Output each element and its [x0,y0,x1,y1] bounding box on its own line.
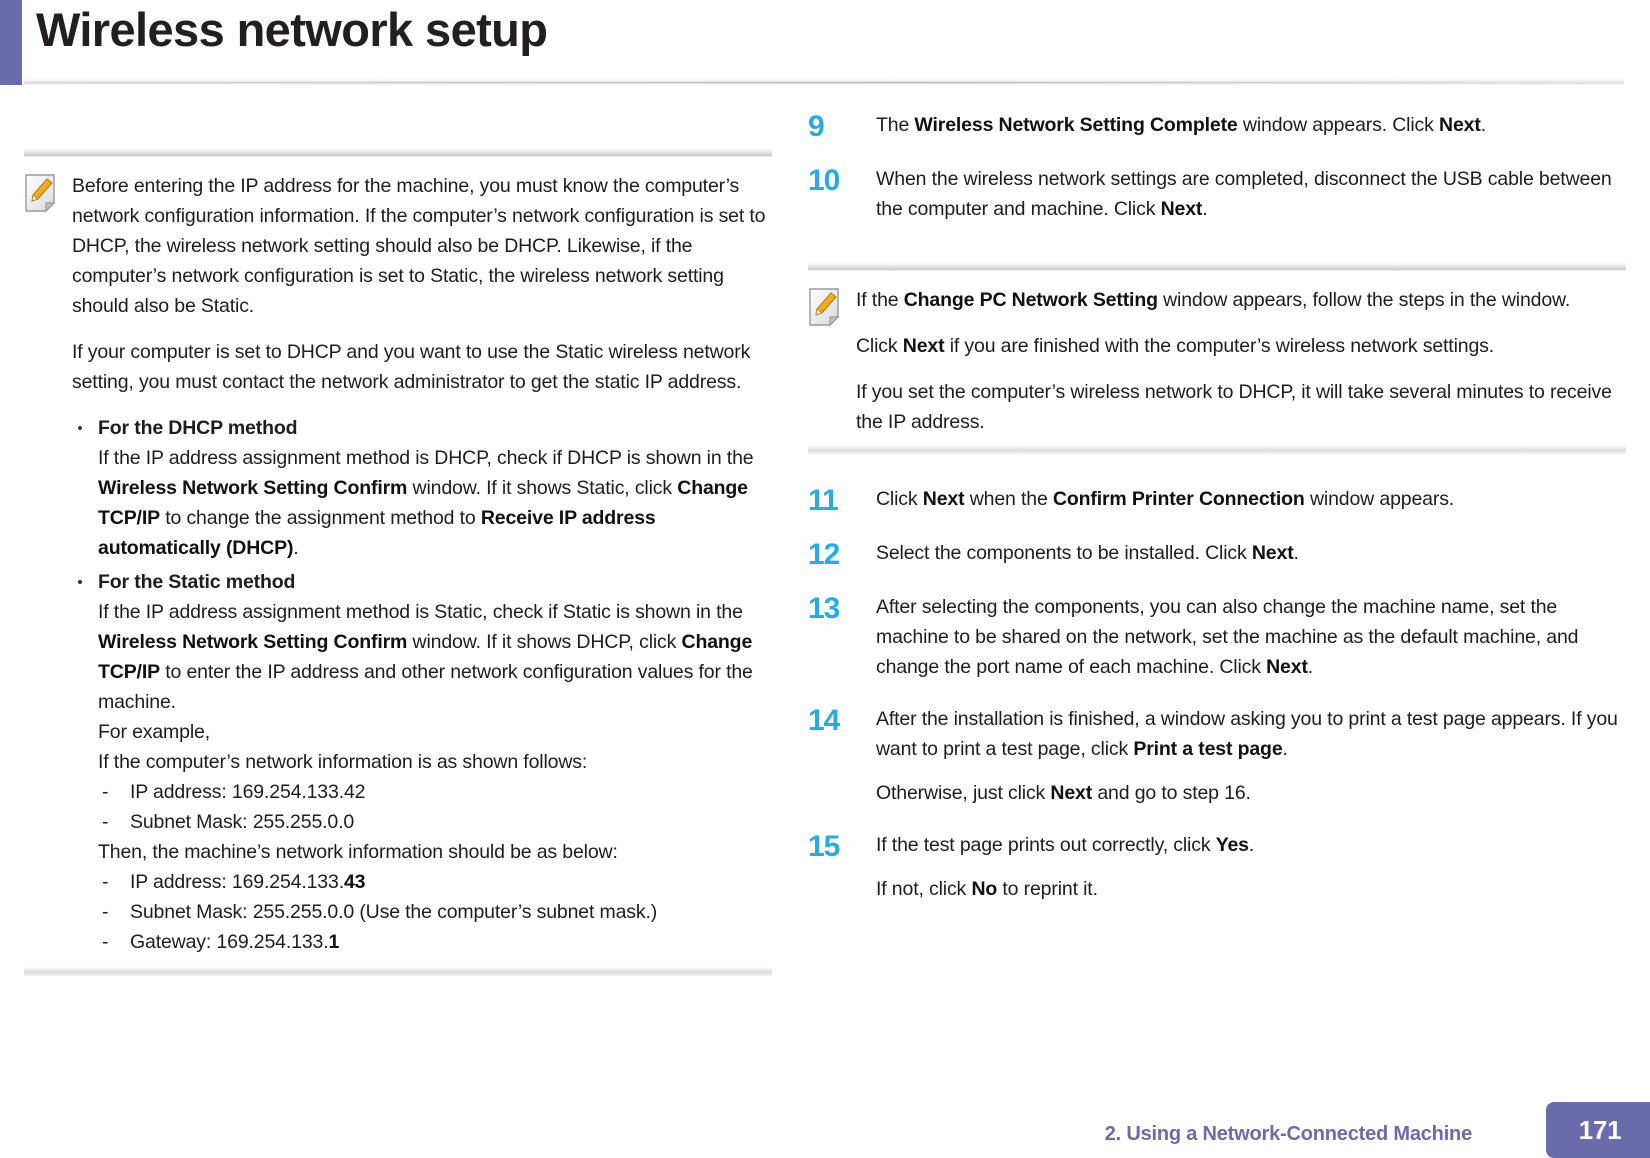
page-footer: 2. Using a Network-Connected Machine 171 [0,1092,1650,1158]
step-text: If the test page prints out correctly, c… [876,830,1626,904]
step-paragraph: Otherwise, just click Next and go to ste… [876,782,1251,804]
step-text: When the wireless network settings are c… [876,164,1626,224]
step-paragraph: Select the components to be installed. C… [876,542,1299,564]
step-item: 9 The Wireless Network Setting Complete … [808,110,1626,142]
note-paragraph: If your computer is set to DHCP and you … [72,341,751,393]
bullet-item-dhcp-method: For the DHCP method If the IP address as… [72,413,772,563]
list-item: Subnet Mask: 255.255.0.0 [98,807,772,837]
list-item: Subnet Mask: 255.255.0.0 (Use the comput… [98,897,772,927]
note-pencil-icon [24,171,68,961]
step-paragraph: If not, click No to reprint it. [876,878,1098,900]
steps-list-top: 9 The Wireless Network Setting Complete … [808,110,1626,224]
step-number: 15 [808,830,840,863]
step-text: After selecting the components, you can … [876,592,1626,682]
page-title: Wireless network setup [36,3,548,56]
computer-network-info-list: IP address: 169.254.133.42 Subnet Mask: … [98,777,772,837]
step-paragraph: The Wireless Network Setting Complete wi… [876,114,1486,136]
note-paragraph: Before entering the IP address for the m… [72,175,766,317]
bullet-item-static-method: For the Static method If the IP address … [72,567,772,957]
note-box-left: Before entering the IP address for the m… [24,132,772,986]
step-text: After the installation is finished, a wi… [876,704,1626,808]
note-pencil-icon [808,285,852,437]
bullet-body: If the IP address assignment method is D… [98,447,754,559]
method-bullet-list: For the DHCP method If the IP address as… [72,413,772,957]
step-item: 10 When the wireless network settings ar… [808,164,1626,224]
header-divider [24,76,1624,85]
bullet-heading: For the DHCP method [98,417,298,439]
note-right-text: If the Change PC Network Setting window … [852,285,1626,437]
steps-list-bottom: 11 Click Next when the Confirm Printer C… [808,484,1626,904]
footer-section-label: 2. Using a Network-Connected Machine [1104,1123,1473,1145]
step-paragraph: If the test page prints out correctly, c… [876,834,1255,856]
note-top-border [808,262,1626,271]
step-item: 11 Click Next when the Confirm Printer C… [808,484,1626,516]
right-column: 9 The Wireless Network Setting Complete … [808,110,1626,926]
step-item: 15 If the test page prints out correctly… [808,830,1626,904]
page-number-badge: 171 [1546,1102,1650,1158]
step-number: 12 [808,538,840,571]
step-paragraph: Click Next when the Confirm Printer Conn… [876,488,1455,510]
note-paragraph: If the Change PC Network Setting window … [856,289,1571,311]
step-paragraph: When the wireless network settings are c… [876,168,1612,220]
step-item: 14 After the installation is finished, a… [808,704,1626,808]
list-item: IP address: 169.254.133.43 [98,867,772,897]
step-text: The Wireless Network Setting Complete wi… [876,110,1626,142]
machine-network-info-list: IP address: 169.254.133.43 Subnet Mask: … [98,867,772,957]
left-column: Before entering the IP address for the m… [24,132,772,986]
bullet-extra-line: For example, [98,721,210,743]
header-accent-bar [0,0,22,85]
step-paragraph: After the installation is finished, a wi… [876,708,1618,760]
note-bottom-border [808,445,1626,454]
note-top-border [24,148,772,157]
step-text: Click Next when the Confirm Printer Conn… [876,484,1626,516]
step-number: 13 [808,592,840,625]
step-number: 14 [808,704,840,737]
page-header: Wireless network setup [0,0,1650,100]
step-item: 12 Select the components to be installed… [808,538,1626,570]
step-number: 10 [808,164,840,197]
note-paragraph: If you set the computer’s wireless netwo… [856,381,1612,433]
then-line: Then, the machine’s network information … [98,841,618,863]
note-box-right: If the Change PC Network Setting window … [808,246,1626,464]
note-left-text: Before entering the IP address for the m… [68,171,772,961]
bullet-body: If the IP address assignment method is S… [98,601,753,713]
note-paragraph: Click Next if you are finished with the … [856,335,1495,357]
step-paragraph: After selecting the components, you can … [876,596,1579,678]
bullet-extra-line: If the computer’s network information is… [98,751,588,773]
list-item: Gateway: 169.254.133.1 [98,927,772,957]
note-bottom-border [24,967,772,976]
step-number: 11 [808,484,839,517]
step-number: 9 [808,110,825,143]
step-text: Select the components to be installed. C… [876,538,1626,570]
step-item: 13 After selecting the components, you c… [808,592,1626,682]
bullet-heading: For the Static method [98,571,296,593]
list-item: IP address: 169.254.133.42 [98,777,772,807]
